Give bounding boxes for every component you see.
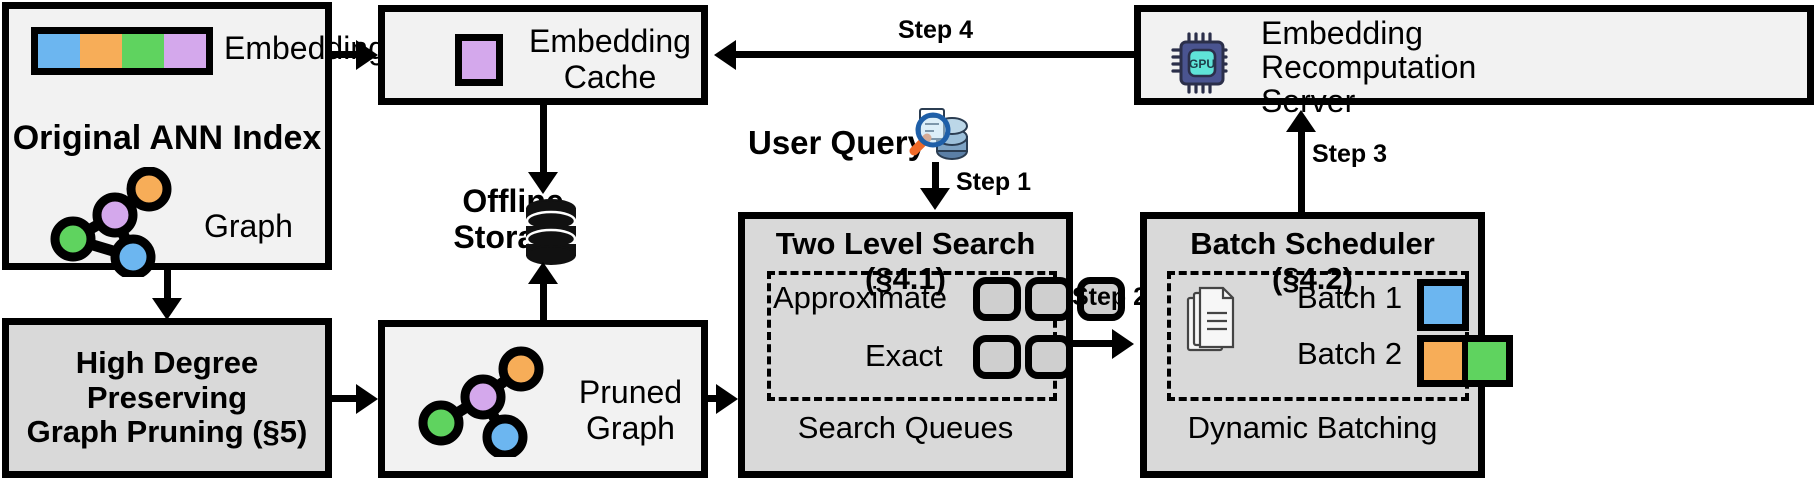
pruned-graph-illustration	[418, 346, 544, 457]
exact-row-label: Exact	[865, 338, 943, 373]
arrowhead-index-to-pruning	[152, 298, 182, 320]
connector-step4	[736, 51, 1136, 58]
step-2-label: Step 2	[1072, 283, 1148, 311]
embedding-cell-blue	[38, 34, 80, 68]
connector-index-to-pruning	[164, 270, 171, 300]
queue-slot[interactable]	[1077, 277, 1125, 321]
graph-label: Graph	[204, 208, 293, 244]
queue-slot[interactable]	[1025, 277, 1073, 321]
embedding-cache-swatch	[455, 34, 503, 86]
node-embedding-recomputation-server: GPU Embedding Recomputation Server	[1134, 5, 1814, 119]
search-documents-icon	[909, 108, 968, 160]
connector-pruning-to-pruned-graph	[332, 395, 358, 402]
connector-step3	[1298, 130, 1305, 214]
user-query-label: User Query	[748, 124, 926, 161]
queue-slot[interactable]	[973, 277, 1021, 321]
connector-pruned-graph-to-storage	[540, 284, 547, 322]
node-graph-pruning: High Degree Preserving Graph Pruning (§5…	[2, 318, 332, 478]
connector-step1	[932, 162, 939, 190]
node-embedding-cache: Embedding Cache	[378, 5, 708, 105]
arrowhead-pruned-graph-to-storage	[528, 262, 558, 284]
two-level-search-title: Two Level Search (§4.1)	[775, 226, 1036, 296]
ann-graph-illustration	[50, 167, 172, 277]
embedding-recomputation-server-label: Embedding Recomputation Server	[1261, 15, 1477, 120]
connector-cache-to-storage	[540, 105, 547, 175]
arrowhead-index-to-cache	[356, 40, 378, 70]
batch-chip-green	[1468, 342, 1506, 380]
batch-scheduler-title: Batch Scheduler (§4.2)	[1190, 226, 1435, 296]
embedding-strip	[31, 27, 213, 75]
batch-2-chips	[1417, 335, 1513, 387]
node-original-ann-index: Embedding Original ANN Index Graph	[2, 2, 386, 277]
node-batch-scheduler: Batch Scheduler (§4.2) Batch 1 Batch 2	[1140, 212, 1513, 478]
node-two-level-search: Two Level Search (§4.1) Approximate Exac…	[738, 212, 1125, 478]
gpu-icon-text: GPU	[1189, 57, 1215, 71]
batch-chip-orange	[1424, 342, 1468, 380]
arrowhead-pruned-graph-to-search	[716, 384, 738, 414]
batch-2-label: Batch 2	[1297, 336, 1403, 371]
dynamic-batching-footer: Dynamic Batching	[1187, 410, 1438, 445]
queue-slot[interactable]	[1025, 335, 1073, 379]
arrowhead-step3	[1286, 110, 1316, 132]
batch-1-label: Batch 1	[1297, 280, 1403, 315]
step-1-label: Step 1	[956, 168, 1032, 196]
embedding-cell-purple	[164, 34, 206, 68]
batch-chip-blue	[1424, 286, 1462, 324]
connector-index-to-cache	[332, 51, 358, 58]
approximate-slot-row	[973, 277, 1125, 321]
batch-1-chips	[1417, 279, 1469, 331]
arrowhead-step4	[714, 40, 736, 70]
database-cylinder-icon	[525, 199, 577, 265]
graph-pruning-label: High Degree Preserving Graph Pruning (§5…	[26, 344, 308, 450]
arrowhead-pruning-to-pruned-graph	[356, 384, 378, 414]
embedding-cache-label: Embedding Cache	[529, 23, 691, 95]
arrowhead-cache-to-storage	[528, 172, 558, 194]
embedding-cell-green	[122, 34, 164, 68]
original-ann-index-title: Original ANN Index	[12, 119, 322, 157]
documents-stack-icon	[1186, 286, 1235, 352]
queue-slot[interactable]	[973, 335, 1021, 379]
arrowhead-step1	[920, 188, 950, 210]
node-pruned-graph: Pruned Graph	[378, 320, 708, 478]
exact-slot-row	[973, 335, 1073, 379]
approximate-row-label: Approximate	[773, 280, 948, 315]
connector-step2	[1073, 340, 1115, 347]
step-4-label: Step 4	[898, 16, 974, 44]
embedding-cell-orange	[80, 34, 122, 68]
step-3-label: Step 3	[1312, 140, 1388, 168]
arrowhead-step2	[1112, 329, 1134, 359]
pruned-graph-label: Pruned Graph	[578, 374, 683, 446]
search-queues-footer: Search Queues	[797, 410, 1014, 445]
gpu-chip-icon: GPU	[1171, 32, 1228, 94]
